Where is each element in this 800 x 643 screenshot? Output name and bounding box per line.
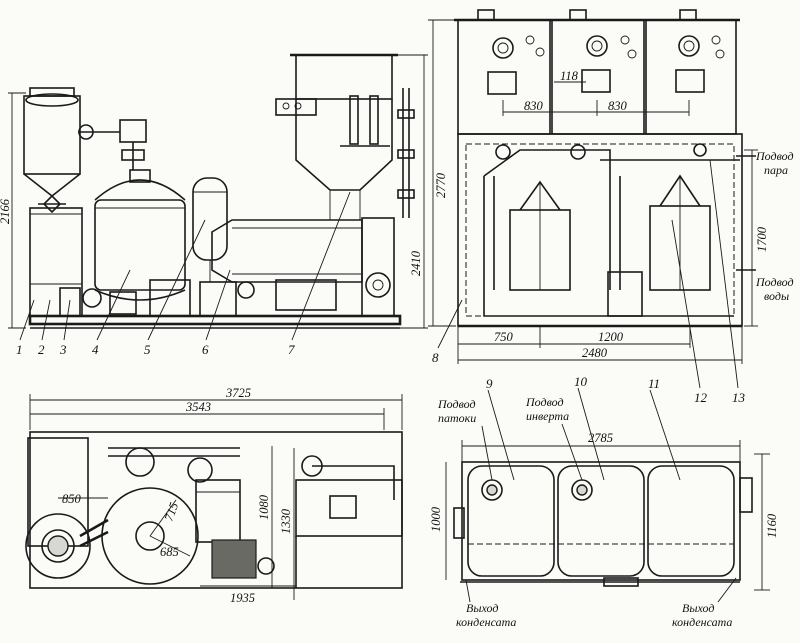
callout-1: 1 — [16, 342, 23, 357]
side-elevation-view — [428, 9, 758, 389]
callout-2: 2 — [38, 342, 45, 357]
left-lower-tank — [29, 207, 83, 317]
note-condensate-left-line1: Выход — [466, 601, 498, 615]
callout-labels: 1 2 3 4 5 6 7 8 9 10 11 12 13 — [16, 342, 746, 405]
dim-118: 118 — [560, 69, 579, 83]
note-molasses-line2: патоки — [438, 411, 476, 425]
note-invert-line1: Подвод — [525, 395, 564, 409]
note-water-line2: воды — [764, 289, 789, 303]
dim-3725: 3725 — [225, 386, 251, 400]
dim-2770: 2770 — [434, 172, 448, 198]
dim-2410: 2410 — [409, 250, 423, 276]
dim-830-left: 830 — [524, 99, 544, 113]
front-elevation-view — [8, 53, 428, 341]
reactor-vessel — [94, 199, 186, 291]
dim-1000: 1000 — [429, 506, 443, 532]
callout-4: 4 — [92, 342, 99, 357]
callout-10: 10 — [574, 374, 588, 389]
dim-1330: 1330 — [279, 508, 293, 534]
dim-830-right: 830 — [608, 99, 628, 113]
plan-column — [195, 479, 241, 543]
callout-3: 3 — [59, 342, 67, 357]
tank-10-outline — [557, 465, 645, 577]
callout-8: 8 — [432, 350, 439, 365]
note-condensate-right-line2: конденсата — [672, 615, 732, 629]
upper-tank-right — [645, 19, 737, 135]
right-cabinet — [361, 217, 395, 317]
callout-7: 7 — [288, 342, 295, 357]
callout-5: 5 — [144, 342, 151, 357]
tank-11-outline — [647, 465, 735, 577]
dim-750: 750 — [494, 330, 514, 344]
dim-1200: 1200 — [598, 330, 624, 344]
callout-11: 11 — [648, 376, 660, 391]
callout-6: 6 — [202, 342, 209, 357]
plan-left-tank — [25, 513, 91, 579]
plan-exchanger — [295, 479, 403, 537]
dim-2785: 2785 — [588, 431, 613, 445]
dim-1160: 1160 — [765, 513, 779, 538]
small-column — [192, 177, 228, 261]
tank-plan-frame — [461, 461, 741, 581]
upper-tank-left — [457, 19, 551, 135]
tank-plan-view — [445, 387, 770, 603]
dimension-labels: 2166 2410 2770 1700 118 830 830 750 1200… — [0, 69, 779, 605]
feed-hopper — [295, 54, 393, 100]
callout-13: 13 — [732, 390, 746, 405]
note-condensate-left-line2: конденсата — [456, 615, 516, 629]
dim-715: 715 — [162, 501, 182, 523]
callout-12: 12 — [694, 390, 708, 405]
dim-2480: 2480 — [582, 346, 608, 360]
note-steam-line1: Подвод — [755, 149, 794, 163]
base-frame — [28, 314, 402, 326]
dim-850: 850 — [62, 492, 82, 506]
dim-2166: 2166 — [0, 198, 12, 224]
annotation-notes: Подвод пара Подвод воды Подвод патоки По… — [437, 149, 794, 629]
dim-1080: 1080 — [257, 494, 271, 520]
dim-3543: 3543 — [185, 400, 211, 414]
plan-view — [25, 394, 403, 600]
dim-1700: 1700 — [755, 226, 769, 252]
note-invert-line2: инверта — [526, 409, 569, 423]
dim-1935: 1935 — [230, 591, 255, 605]
note-condensate-right-line1: Выход — [682, 601, 714, 615]
tank-9-outline — [467, 465, 555, 577]
left-upper-tank — [23, 95, 81, 175]
callout-9: 9 — [486, 376, 493, 391]
note-water-line1: Подвод — [755, 275, 794, 289]
side-frame — [457, 133, 743, 327]
note-molasses-line1: Подвод — [437, 397, 476, 411]
note-steam-line2: пара — [764, 163, 788, 177]
heat-exchanger — [211, 219, 363, 283]
dim-685: 685 — [160, 545, 179, 559]
